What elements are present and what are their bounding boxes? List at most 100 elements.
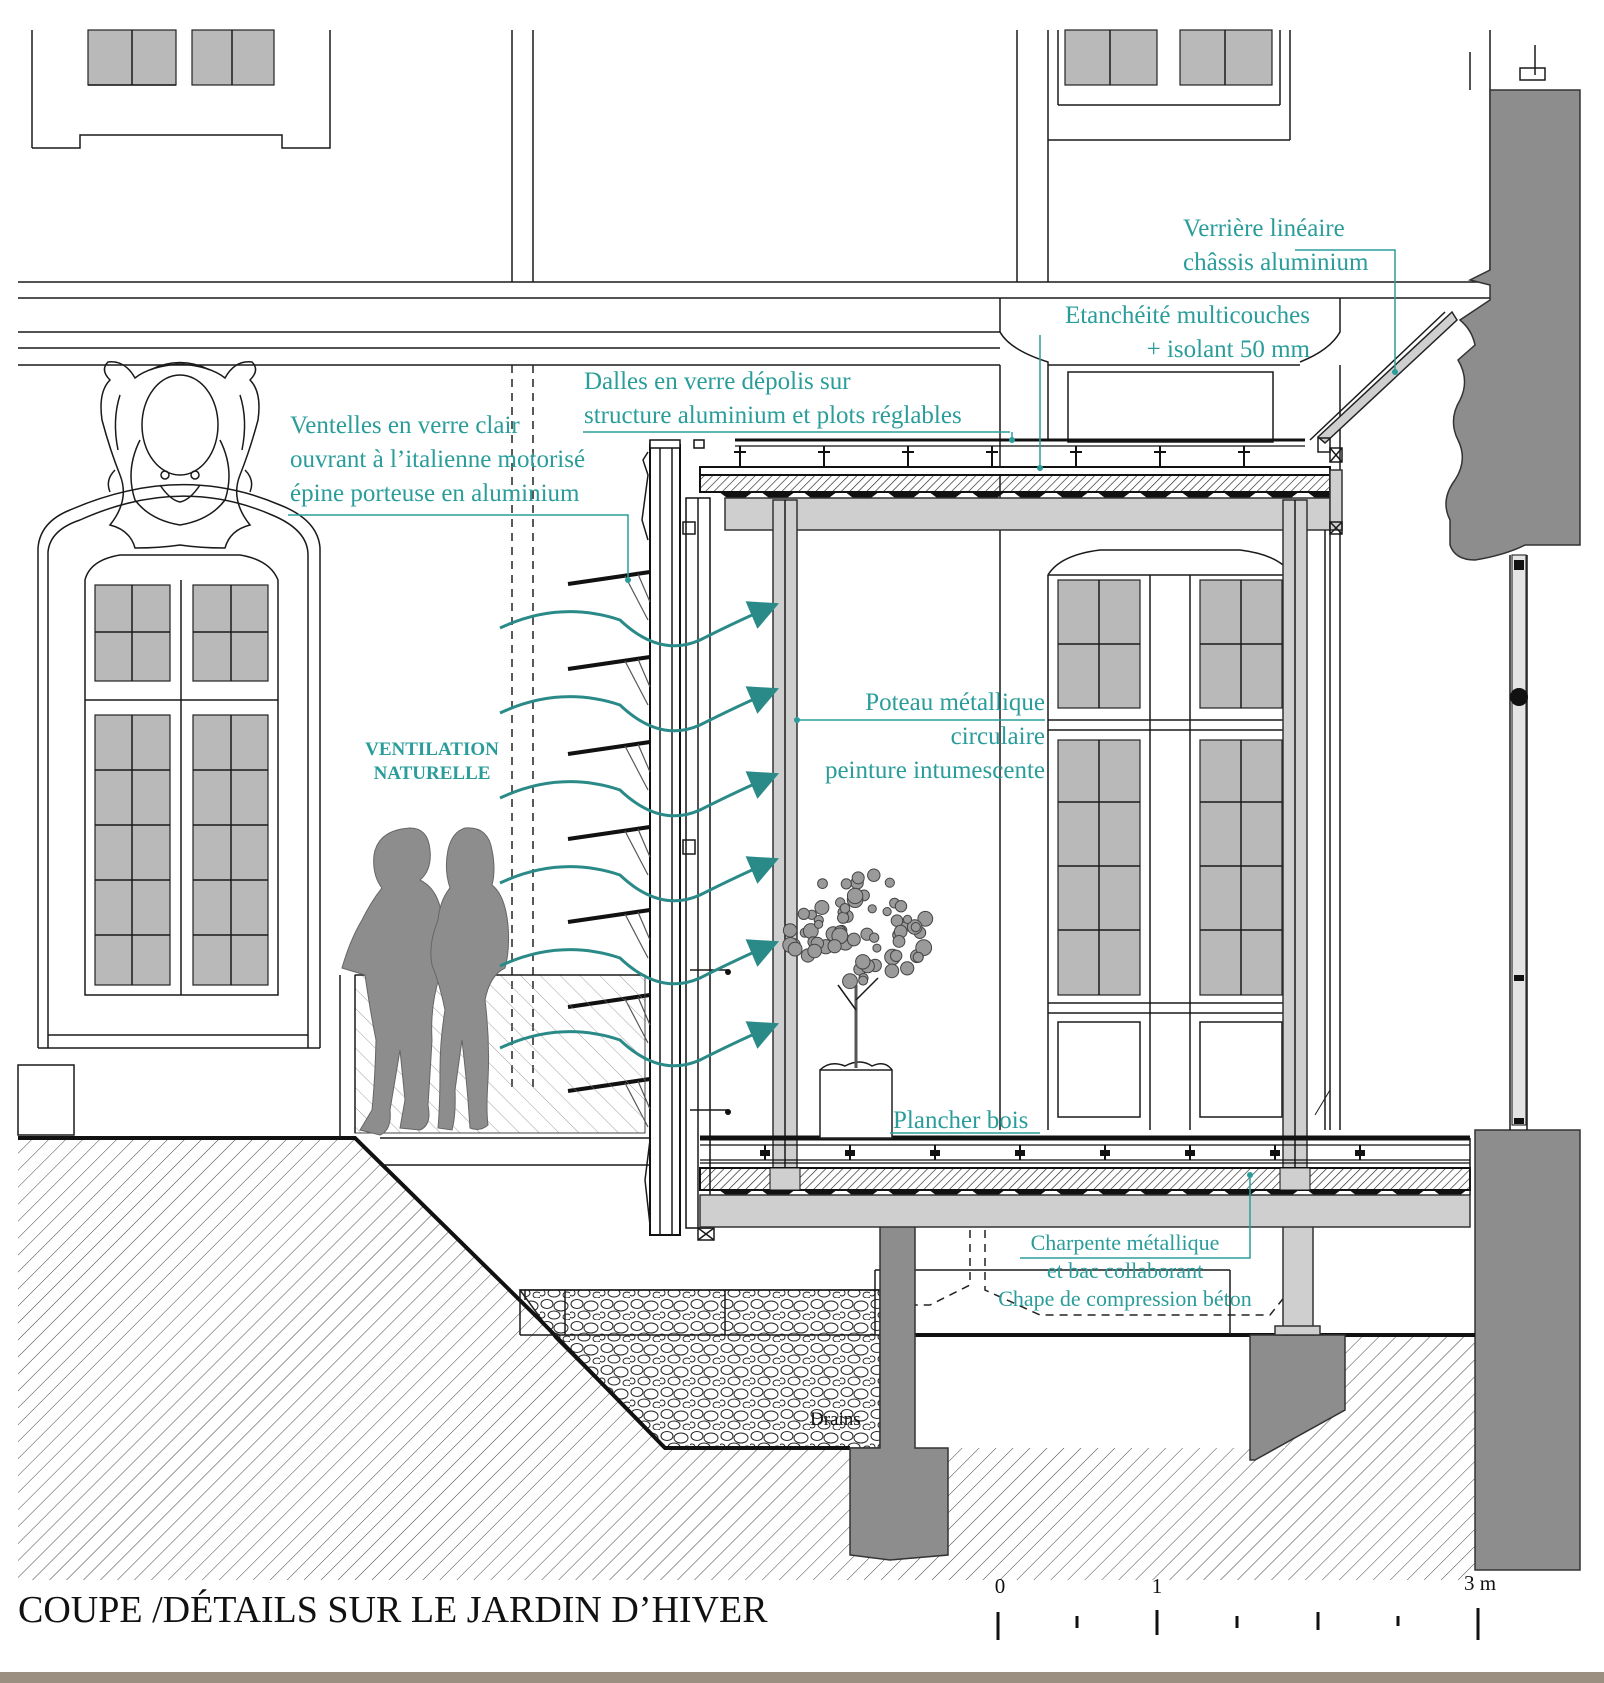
label-verriere-2: châssis aluminium [1183, 249, 1369, 276]
tree-blossom [884, 963, 900, 979]
louver-blade [567, 908, 651, 924]
label-chape: Chape de compression béton [998, 1286, 1252, 1311]
floor-pedestal-head [1270, 1150, 1280, 1156]
louver-blade [567, 825, 651, 841]
louver-blade [567, 655, 651, 671]
label-dalles-2: structure aluminium et plots réglables [584, 402, 962, 429]
deck-rib [1013, 491, 1047, 499]
tree-blossom [910, 922, 921, 933]
deck-rib [971, 491, 1005, 499]
floor-beam [699, 1194, 1471, 1228]
scale-bar: 0 1 3 m [995, 1571, 1496, 1640]
louver-blade [567, 570, 651, 586]
foundation-footing [849, 1224, 949, 1561]
wall-base-cut [1474, 1129, 1581, 1571]
flow-arrow [499, 1021, 780, 1068]
deck-rib [845, 491, 879, 499]
deck-rib [1265, 491, 1299, 499]
floor-pedestal-head [1355, 1150, 1365, 1156]
label-poteau-1: Poteau métallique [865, 689, 1045, 716]
floor-pedestal-head [1100, 1150, 1110, 1156]
ventilation-flow-arrows [499, 601, 780, 1068]
tree-blossom [814, 919, 824, 929]
deck-rib [929, 491, 963, 499]
tree-blossom [827, 939, 842, 954]
tree-blossom [787, 941, 803, 957]
people-silhouettes [341, 827, 510, 1136]
annotations: Verrière linéaire châssis aluminium Etan… [290, 215, 1369, 1430]
label-ventilation-1: VENTILATION [365, 739, 499, 760]
tree-blossom [915, 939, 933, 957]
louver-arm [624, 575, 649, 621]
tree-blossom [900, 961, 915, 976]
label-charpente-2: et bac collaborant [1047, 1258, 1203, 1283]
louver-arm [637, 573, 651, 603]
tree-blossom [882, 907, 892, 917]
floor-pedestal-head [760, 1150, 770, 1156]
flow-arrow [499, 771, 780, 818]
tree-blossom [858, 975, 869, 986]
tree-blossom [847, 932, 861, 947]
floor-pedestal-head [845, 1150, 855, 1156]
deck-rib [1097, 491, 1131, 499]
tree-blossom [884, 877, 895, 888]
tree-blossom [782, 923, 798, 938]
label-charpente-1: Charpente métallique [1031, 1230, 1220, 1255]
left-frame-post [649, 444, 681, 1236]
louver-blade [567, 740, 651, 756]
tree-planter [782, 868, 934, 1139]
deck-rib [1139, 491, 1173, 499]
label-verriere-1: Verrière linéaire [1183, 215, 1345, 242]
tree-blossom [894, 900, 908, 913]
label-poteau-2: circulaire [951, 723, 1045, 750]
tree-blossom [855, 954, 871, 970]
drawing-title: COUPE /DÉTAILS SUR LE JARDIN D’HIVER [18, 1589, 768, 1631]
upper-window-pane [1179, 29, 1273, 86]
foundations [849, 1224, 1346, 1561]
deck-rib [1223, 491, 1257, 499]
rear-window [1047, 549, 1293, 1130]
tree-blossom [797, 907, 810, 921]
tree-blossom [837, 911, 850, 924]
tree-blossom [842, 973, 858, 990]
flow-arrow [499, 601, 780, 648]
deck-rib [1055, 491, 1089, 499]
upper-window-pane [1064, 29, 1158, 86]
floor-pedestal-head [1185, 1150, 1195, 1156]
roof-beam [724, 497, 1331, 531]
upper-window-pane [191, 29, 275, 86]
tree-blossom [817, 878, 828, 889]
tree-blossom [814, 900, 830, 915]
deck-rib [887, 491, 921, 499]
louver-arm [624, 660, 649, 706]
label-poteau-3: peinture intumescente [825, 757, 1045, 784]
ornament-cartouche [100, 361, 260, 549]
louver-arm [637, 658, 651, 688]
tree-blossom [807, 943, 822, 959]
floor-pedestal-head [930, 1150, 940, 1156]
foundation-footing [1249, 1334, 1346, 1461]
deck-rib [761, 491, 795, 499]
label-etancheite-2: + isolant 50 mm [1147, 336, 1311, 363]
tree-blossom [892, 935, 906, 948]
deck-rib [719, 491, 753, 499]
scale-tick-0: 0 [995, 1574, 1006, 1598]
louver-arm [624, 745, 649, 791]
label-plancher: Plancher bois [893, 1107, 1028, 1134]
louver-arm [637, 743, 651, 773]
louver-arm [637, 911, 651, 941]
louver-arm [624, 913, 649, 959]
tree-blossom [872, 943, 882, 953]
tree-blossom [890, 949, 903, 962]
label-ventelles-3: épine porteuse en aluminium [290, 480, 580, 507]
label-ventelles-2: ouvrant à l’italienne motorisé [290, 446, 585, 473]
deck-rib [803, 491, 837, 499]
background-facade [17, 29, 1581, 1571]
flow-arrow [499, 939, 780, 986]
scale-tick-1: 1 [1152, 1574, 1163, 1598]
label-etancheite-1: Etanchéité multicouches [1065, 302, 1310, 329]
tree-blossom [851, 871, 865, 885]
tree-blossom [867, 904, 877, 914]
tree-blossom [890, 914, 904, 928]
label-dalles-1: Dalles en verre dépolis sur [584, 368, 851, 395]
